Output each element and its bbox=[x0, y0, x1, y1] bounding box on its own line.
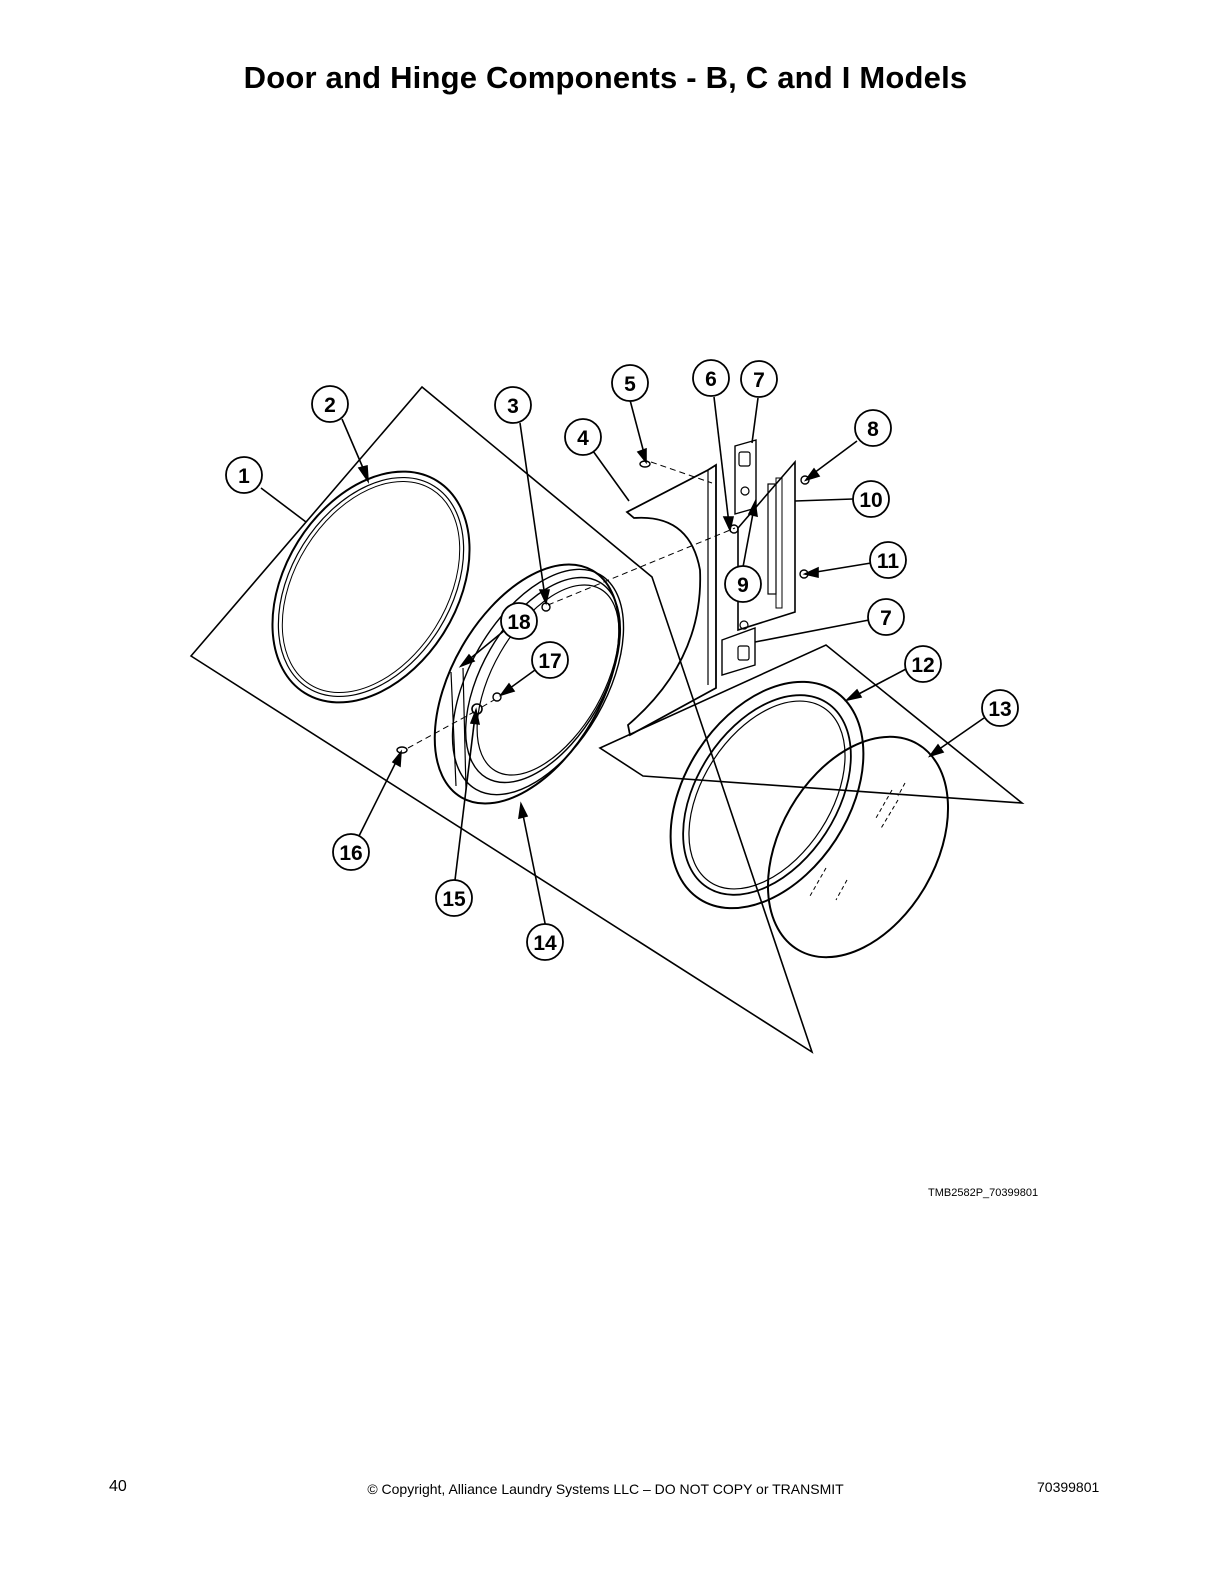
hinge-plate-part bbox=[721, 439, 796, 676]
callout-14-label: 14 bbox=[533, 932, 557, 955]
callout-12-label: 12 bbox=[911, 654, 934, 677]
callout-8: 8 bbox=[854, 409, 892, 447]
callout-6-label: 6 bbox=[705, 368, 717, 391]
callout-7a-label: 7 bbox=[753, 369, 765, 392]
callout-2-label: 2 bbox=[324, 394, 336, 417]
window-gasket-part bbox=[669, 680, 865, 910]
door-gasket-part bbox=[271, 470, 471, 704]
callout-18: 18 bbox=[500, 602, 538, 640]
callout-6: 6 bbox=[692, 359, 730, 397]
figure-code: TMB2582P_70399801 bbox=[928, 1187, 1039, 1199]
page-title: Door and Hinge Components - B, C and I M… bbox=[243, 60, 968, 95]
callout-10: 10 bbox=[852, 480, 890, 518]
copyright-notice: © Copyright, Alliance Laundry Systems LL… bbox=[367, 1481, 844, 1497]
callout-4-label: 4 bbox=[577, 427, 589, 450]
callout-9-label: 9 bbox=[737, 574, 749, 597]
callout-2: 2 bbox=[311, 385, 349, 423]
callout-1: 1 bbox=[225, 456, 263, 494]
callout-14: 14 bbox=[526, 923, 564, 961]
leader-lines bbox=[260, 396, 985, 929]
callout-3: 3 bbox=[494, 386, 532, 424]
callout-5: 5 bbox=[611, 364, 649, 402]
callout-12: 12 bbox=[904, 645, 942, 683]
callout-11-label: 11 bbox=[877, 550, 900, 573]
assembly-lines bbox=[407, 461, 736, 749]
callout-15-label: 15 bbox=[442, 888, 466, 911]
callout-7b-label: 7 bbox=[880, 607, 892, 630]
callout-13-label: 13 bbox=[988, 698, 1011, 721]
inner-door-panel-outline bbox=[598, 644, 1025, 804]
callout-8-label: 8 bbox=[867, 418, 879, 441]
callout-16-label: 16 bbox=[339, 842, 362, 865]
callout-7-upper: 7 bbox=[740, 360, 778, 398]
callout-15: 15 bbox=[435, 879, 473, 917]
callout-5-label: 5 bbox=[624, 373, 636, 396]
callouts: 1 2 3 4 5 6 7 8 10 9 11 7 12 13 18 17 16… bbox=[225, 359, 1019, 961]
callout-11: 11 bbox=[869, 541, 907, 579]
document-number: 70399801 bbox=[1037, 1479, 1100, 1495]
callout-3-label: 3 bbox=[507, 395, 519, 418]
callout-7-lower: 7 bbox=[867, 598, 905, 636]
door-glass-part bbox=[766, 735, 950, 959]
outer-door-panel-outline bbox=[189, 385, 814, 1054]
callout-17-label: 17 bbox=[538, 650, 561, 673]
callout-1-label: 1 bbox=[238, 465, 250, 488]
callout-17: 17 bbox=[531, 641, 569, 679]
callout-18-label: 18 bbox=[507, 611, 531, 634]
callout-4: 4 bbox=[564, 418, 602, 456]
hinge-arm-part bbox=[625, 463, 717, 737]
door-ring-part bbox=[433, 563, 625, 805]
callout-10-label: 10 bbox=[859, 489, 882, 512]
callout-16: 16 bbox=[332, 833, 370, 871]
callout-9: 9 bbox=[724, 565, 762, 603]
page-number: 40 bbox=[109, 1478, 127, 1495]
callout-13: 13 bbox=[981, 689, 1019, 727]
